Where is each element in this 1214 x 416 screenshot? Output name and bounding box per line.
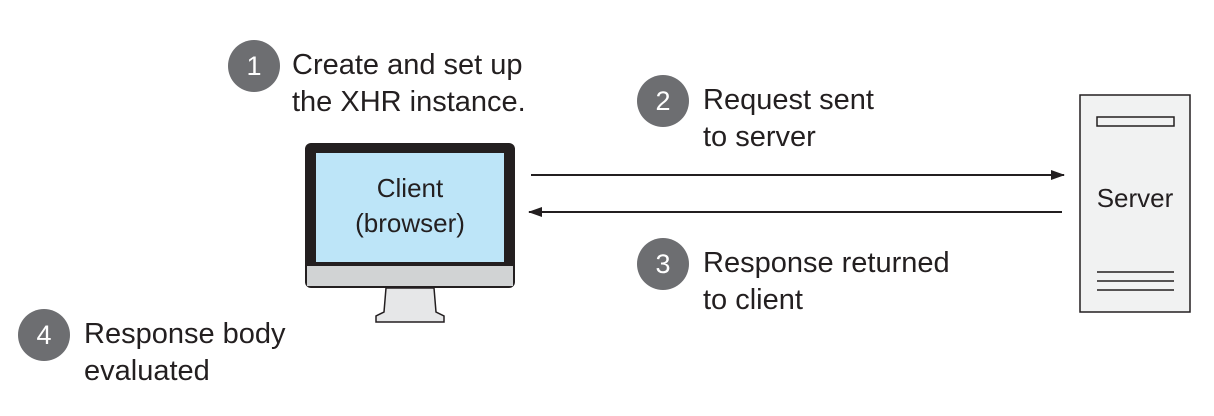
step-2-badge: 2 [637,75,689,127]
step-4-line: Response body [84,318,286,350]
step-3-text: Response returned to client [703,245,950,319]
client-monitor [305,143,515,323]
server-body [1079,94,1191,313]
step-1-text: Create and set up the XHR instance. [292,47,526,121]
server-drive-slot [1096,116,1175,127]
step-1-badge: 1 [228,40,280,92]
step-1-line: Create and set up [292,49,523,81]
server-tower [1079,94,1191,313]
step-2-text: Request sent to server [703,82,874,156]
client-label: Client (browser) [316,171,504,241]
step-2-line: Request sent [703,84,874,116]
step-2-line: to server [703,121,816,153]
step-4-badge: 4 [18,309,70,361]
step-3-line: Response returned [703,247,950,279]
step-3-line: to client [703,284,803,316]
step-4-line: evaluated [84,355,210,387]
step-3-badge: 3 [637,238,689,290]
monitor-stand [375,287,445,323]
client-label-line: Client [376,173,444,203]
server-label: Server [1096,183,1174,213]
client-label-line: (browser) [355,208,465,238]
step-1-line: the XHR instance. [292,86,526,118]
monitor-screen [316,153,504,262]
step-4-text: Response body evaluated [84,316,286,390]
monitor-chin [307,266,513,286]
